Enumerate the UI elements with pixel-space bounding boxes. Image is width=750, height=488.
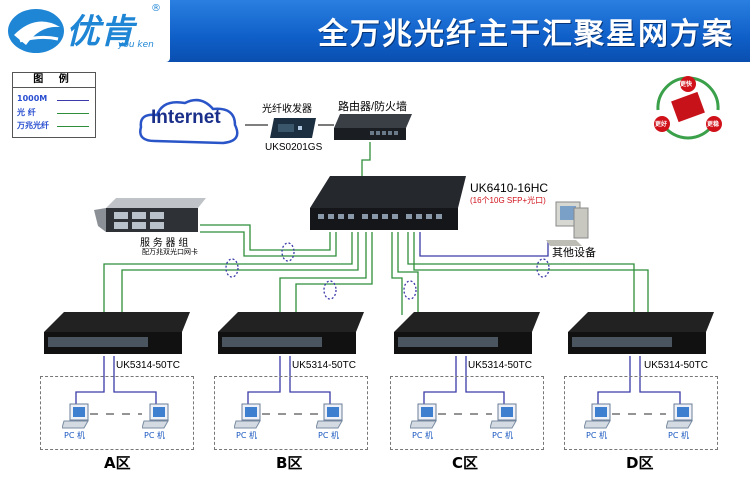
link-b-pc2 bbox=[289, 356, 331, 404]
pc-icon bbox=[315, 403, 346, 433]
legend-label-fiber: 光 纤 bbox=[17, 108, 36, 117]
access-switch-a-icon bbox=[44, 312, 190, 354]
link-core-d-2 bbox=[413, 232, 649, 315]
transceiver-label: 光纤收发器 bbox=[262, 104, 312, 115]
link-core-c-1 bbox=[391, 232, 403, 315]
badge-right-label: 更稳 bbox=[707, 122, 720, 128]
pc-label: PC 机 bbox=[412, 431, 433, 440]
pc-label: PC 机 bbox=[64, 431, 85, 440]
legend-line-1000m bbox=[57, 100, 89, 101]
pc-label: PC 机 bbox=[318, 431, 339, 440]
area-box-d bbox=[564, 376, 718, 450]
link-server-core-2 bbox=[200, 231, 337, 257]
server-rack-icon bbox=[94, 198, 206, 232]
badge-top-label: 更快 bbox=[680, 82, 693, 88]
core-switch-icon bbox=[310, 176, 466, 230]
link-core-a-2 bbox=[121, 232, 359, 315]
area-box-c bbox=[390, 376, 544, 450]
link-core-a-1 bbox=[103, 232, 353, 315]
link-c-pc1 bbox=[423, 356, 457, 404]
pc-icon bbox=[233, 403, 264, 433]
access-switch-d-model: UK5314-50TC bbox=[644, 360, 708, 371]
internet-cloud-icon bbox=[139, 98, 239, 145]
zone-label-d: D区 bbox=[626, 454, 654, 472]
legend-line-10g-fiber bbox=[57, 126, 89, 127]
other-device-label: 其他设备 bbox=[552, 247, 596, 259]
pc-label: PC 机 bbox=[668, 431, 689, 440]
internet-label: Internet bbox=[151, 107, 221, 128]
area-box-a bbox=[40, 376, 194, 450]
pc-label: PC 机 bbox=[492, 431, 513, 440]
pc-icon bbox=[141, 403, 172, 433]
access-switch-b-model: UK5314-50TC bbox=[292, 360, 356, 371]
legend-title: 图 例 bbox=[13, 73, 95, 88]
core-switch-model: UK6410-16HC bbox=[470, 181, 549, 195]
link-core-d-1 bbox=[407, 232, 635, 315]
access-switch-c-model: UK5314-50TC bbox=[468, 360, 532, 371]
other-device-icon bbox=[546, 201, 589, 246]
pc-icon bbox=[583, 403, 614, 433]
access-switch-b-icon bbox=[218, 312, 364, 354]
transceiver-model: UKS0201GS bbox=[265, 142, 323, 153]
link-c-pc2 bbox=[465, 356, 505, 404]
header-banner: 优肯 ® you ken 全万兆光纤主干汇聚星网方案 bbox=[0, 0, 750, 62]
router-device-icon bbox=[334, 114, 412, 140]
link-router-core bbox=[361, 142, 371, 180]
server-label: 服 务 器 组 bbox=[140, 238, 189, 249]
page-title: 全万兆光纤主干汇聚星网方案 bbox=[318, 17, 734, 52]
legend-label-10g-fiber: 万兆光纤 bbox=[17, 121, 49, 130]
pc-label: PC 机 bbox=[144, 431, 165, 440]
link-d-pc2 bbox=[639, 356, 681, 404]
legend-line-fiber bbox=[57, 113, 89, 114]
transceiver-device-icon bbox=[270, 118, 316, 138]
pc-label: PC 机 bbox=[236, 431, 257, 440]
logo-registered-mark: ® bbox=[151, 3, 161, 14]
link-b-pc1 bbox=[247, 356, 281, 404]
access-switch-c-icon bbox=[394, 312, 540, 354]
pc-icon bbox=[489, 403, 520, 433]
logo-subtext: you ken bbox=[118, 40, 154, 50]
access-switch-a-model: UK5314-50TC bbox=[116, 360, 180, 371]
link-a-pc2 bbox=[113, 356, 157, 404]
badge-left-label: 更好 bbox=[655, 122, 668, 128]
legend-box: 图 例 1000M 光 纤 万兆光纤 bbox=[12, 72, 96, 138]
link-a-pc1 bbox=[75, 356, 105, 404]
link-core-other bbox=[419, 232, 549, 257]
zone-label-c: C区 bbox=[452, 454, 479, 472]
logo-icon bbox=[8, 9, 64, 53]
core-switch-note: (16个10G SFP+光口) bbox=[470, 196, 546, 205]
zone-label-a: A区 bbox=[104, 454, 131, 472]
link-d-pc1 bbox=[597, 356, 631, 404]
logo-text: 优肯 bbox=[66, 12, 134, 52]
badge-cycle-icon bbox=[654, 76, 722, 140]
router-label: 路由器/防火墙 bbox=[338, 101, 408, 113]
pc-label: PC 机 bbox=[586, 431, 607, 440]
pc-icon bbox=[61, 403, 92, 433]
server-note: 配万兆双光口网卡 bbox=[142, 249, 198, 256]
pc-icon bbox=[409, 403, 440, 433]
link-core-b-1 bbox=[279, 232, 367, 315]
legend-label-1000m: 1000M bbox=[17, 94, 48, 103]
access-switch-d-icon bbox=[568, 312, 714, 354]
logo-area: 优肯 ® you ken bbox=[0, 0, 170, 62]
area-box-b bbox=[214, 376, 368, 450]
link-core-c-2 bbox=[397, 232, 419, 315]
pc-icon bbox=[665, 403, 696, 433]
zone-label-b: B区 bbox=[276, 454, 303, 472]
link-core-b-2 bbox=[295, 232, 373, 315]
link-server-core-1 bbox=[200, 224, 331, 251]
